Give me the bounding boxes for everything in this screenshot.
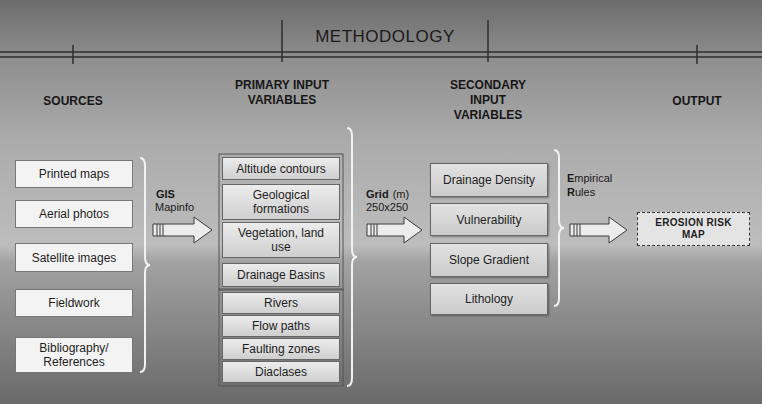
box-label: Aerial photos bbox=[39, 207, 109, 221]
secondary-variable-box: Slope Gradient bbox=[430, 243, 548, 277]
column-heading: SECONDARY INPUT VARIABLES bbox=[440, 78, 536, 123]
input-variable-box: Geological formations bbox=[222, 184, 340, 220]
curly-brace bbox=[140, 128, 564, 386]
input-variable-box: Diaclases bbox=[222, 361, 340, 383]
box-label: Altitude contours bbox=[236, 162, 325, 176]
source-box: Fieldwork bbox=[15, 289, 133, 317]
arrow-label: Rules bbox=[567, 186, 595, 199]
box-label: Geological formations bbox=[228, 188, 334, 216]
column-heading: SOURCES bbox=[25, 94, 121, 109]
diagram-title: METHODOLOGY bbox=[282, 27, 488, 47]
column-heading: PRIMARY INPUT VARIABLES bbox=[234, 78, 330, 108]
source-box: Bibliography/ References bbox=[15, 337, 133, 373]
secondary-variable-box: Drainage Density bbox=[430, 163, 548, 197]
box-label: Vulnerability bbox=[457, 213, 522, 227]
secondary-variable-box: Lithology bbox=[430, 283, 548, 315]
arrow-label: Mapinfo bbox=[155, 201, 194, 214]
box-label: EROSION RISK MAP bbox=[643, 217, 744, 241]
arrow-label: GIS bbox=[156, 188, 175, 201]
box-label: Drainage Basins bbox=[237, 268, 325, 282]
box-label: Drainage Density bbox=[443, 173, 535, 187]
box-label: Bibliography/ References bbox=[21, 341, 127, 369]
arrow-label: (m) bbox=[393, 188, 410, 201]
input-variable-box: Faulting zones bbox=[222, 338, 340, 360]
box-label: Flow paths bbox=[252, 319, 310, 333]
box-label: Vegetation, land use bbox=[228, 226, 334, 254]
input-variable-box: Rivers bbox=[222, 292, 340, 314]
input-variable-box: Flow paths bbox=[222, 315, 340, 337]
arrow-label: Grid bbox=[366, 188, 389, 201]
box-label: Slope Gradient bbox=[449, 253, 529, 267]
output-box: EROSION RISK MAP bbox=[637, 212, 750, 246]
secondary-variable-box: Vulnerability bbox=[430, 203, 548, 236]
group-frame bbox=[219, 154, 343, 386]
arrow-label: Empirical bbox=[567, 172, 612, 185]
box-label: Rivers bbox=[264, 296, 298, 310]
top-bar bbox=[0, 20, 762, 64]
input-variable-box: Drainage Basins bbox=[222, 263, 340, 287]
source-box: Printed maps bbox=[15, 160, 133, 188]
box-label: Faulting zones bbox=[242, 342, 320, 356]
box-label: Fieldwork bbox=[48, 296, 99, 310]
box-label: Lithology bbox=[465, 292, 513, 306]
source-box: Aerial photos bbox=[15, 200, 133, 228]
box-label: Satellite images bbox=[32, 251, 117, 265]
box-label: Diaclases bbox=[255, 365, 307, 379]
input-variable-box: Altitude contours bbox=[222, 157, 340, 180]
column-heading: OUTPUT bbox=[649, 94, 745, 109]
input-variable-box: Vegetation, land use bbox=[222, 222, 340, 258]
source-box: Satellite images bbox=[15, 243, 133, 272]
box-label: Printed maps bbox=[39, 167, 110, 181]
arrow-label: 250x250 bbox=[366, 201, 408, 214]
